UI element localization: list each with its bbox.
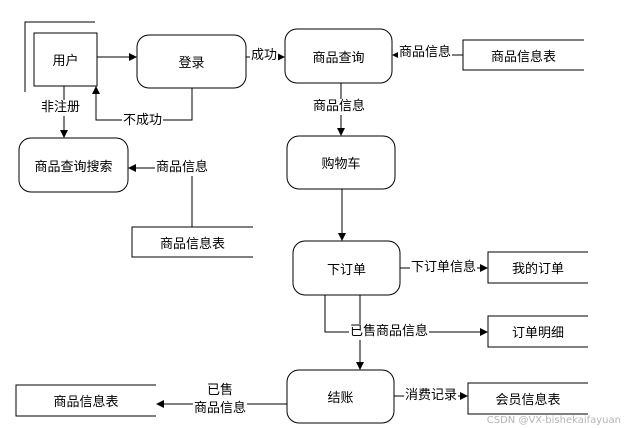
product-info-table-top: 商品信息表 bbox=[490, 49, 556, 65]
watermark: CSDN @VX-bishekaifayuan bbox=[486, 415, 621, 426]
checkout-process: 结账 bbox=[327, 391, 354, 406]
my-order-store: 我的订单 bbox=[511, 262, 564, 277]
product-query-process: 商品查询 bbox=[312, 50, 365, 66]
edge-label-success: 成功 bbox=[250, 48, 279, 64]
edge-label-product-info-down: 商品信息 bbox=[312, 99, 367, 115]
edge-label-product-info-search: 商品信息 bbox=[155, 160, 210, 176]
member-info-table: 会员信息表 bbox=[495, 393, 561, 408]
arrow-order-to-detail bbox=[324, 295, 488, 336]
product-info-table-bottom: 商品信息表 bbox=[53, 395, 119, 410]
product-search-process: 商品查询搜索 bbox=[34, 159, 113, 175]
order-detail-store: 订单明细 bbox=[511, 326, 564, 341]
product-info-table-left: 商品信息表 bbox=[159, 236, 225, 252]
user-entity-shape bbox=[24, 21, 98, 92]
edge-label-consume-record: 消费记录 bbox=[404, 388, 459, 404]
arrow-table-to-search bbox=[128, 164, 193, 227]
login-process: 登录 bbox=[178, 56, 205, 71]
edge-label-sold-product-info: 已售商品信息 bbox=[349, 324, 430, 340]
edge-label-order-info: 下订单信息 bbox=[410, 260, 478, 276]
edge-label-sold-line2: 商品信息 bbox=[193, 401, 248, 417]
place-order-process: 下订单 bbox=[326, 262, 366, 278]
edge-label-fail: 不成功 bbox=[122, 113, 164, 129]
member-info-table-shape bbox=[467, 382, 588, 415]
edge-label-sold-line1: 已售 bbox=[206, 383, 235, 399]
my-order-shape bbox=[487, 251, 588, 284]
cart-process-shape bbox=[286, 135, 396, 190]
product-info-table-bottom-shape bbox=[15, 384, 156, 417]
edge-label-product-info-in: 商品信息 bbox=[398, 45, 453, 61]
cart-process: 购物车 bbox=[321, 157, 361, 172]
order-detail-shape bbox=[487, 315, 588, 348]
edge-label-not-registered: 非注册 bbox=[40, 100, 82, 116]
user-entity: 用户 bbox=[52, 54, 79, 69]
